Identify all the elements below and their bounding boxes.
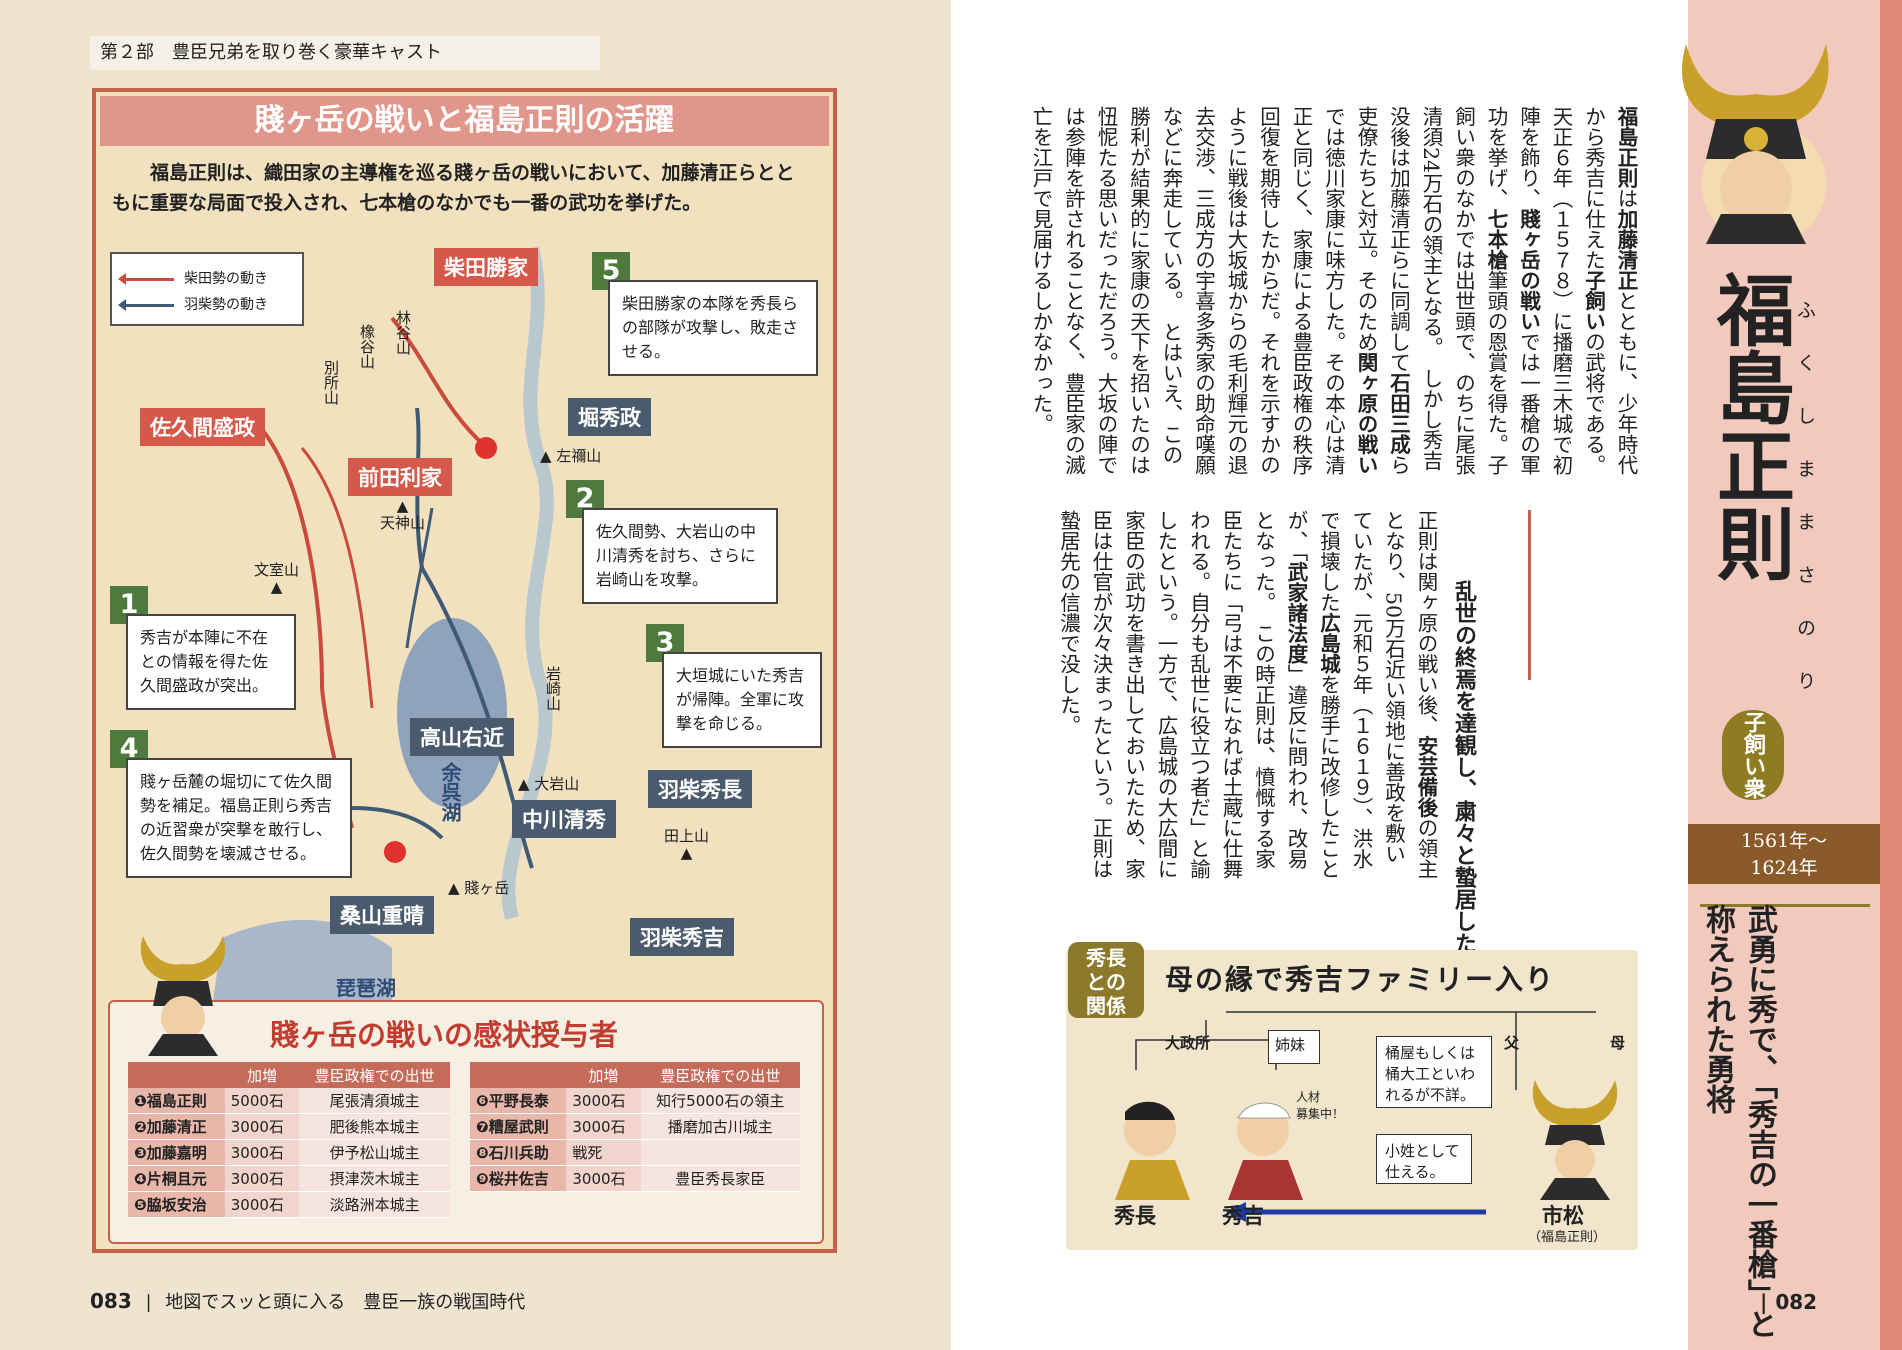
subhead-rule: [1528, 510, 1531, 680]
relation-badge: 秀長 との 関係: [1068, 942, 1144, 1018]
label-kuwayama-shigeharu: 桑山重晴: [330, 896, 434, 934]
mtn-tagami: 田上山 ▲: [664, 827, 710, 862]
lake-biwa: 琵琶湖: [336, 976, 396, 1000]
body-text-lower: 正則は関ヶ原の戦い後、安芸備後の領主となり、50万石近い領地に善政を敷いていたが…: [1056, 510, 1439, 879]
step-4-callout: 賤ヶ岳麓の堀切にて佐久間勢を補足。福島正則ら秀吉の近習衆が突撃を敢行し、佐久間勢…: [126, 758, 352, 878]
mtn-oiwa: ▲ 大岩山: [518, 775, 580, 793]
mtn-kunugidani: 橡谷山: [358, 324, 376, 369]
clash-marker-south: [384, 841, 406, 863]
subheading: 乱世の終焉を達観し、粛々と蟄居した正則: [1451, 580, 1477, 998]
lake-yogo: 余呉湖: [438, 762, 462, 822]
award-header-row: 加増豊臣政権での出世: [128, 1062, 450, 1088]
mtn-hayashidani: 林谷山: [394, 310, 412, 355]
map-title: 賤ヶ岳の戦いと福島正則の活躍: [100, 96, 829, 146]
sakuma-route-2: [300, 447, 374, 709]
step-3-number: 3: [646, 624, 684, 662]
hideyoshi-illustration: [1228, 1102, 1303, 1200]
rel-hidenaga: 秀長: [1114, 1204, 1156, 1228]
rel-mother: 母: [1610, 1034, 1626, 1052]
shibata-route: [390, 316, 489, 450]
label-maeda-toshiie: 前田利家: [348, 458, 452, 496]
rel-hideyoshi: 秀吉: [1222, 1204, 1264, 1228]
hashiba-route-3: [405, 507, 434, 649]
label-hori-hidemasa: 堀秀政: [568, 398, 651, 436]
rel-recruit: 人材 募集中！: [1296, 1090, 1345, 1121]
legend-hashiba: 羽柴勢の動き: [118, 294, 268, 314]
step-2-callout: 佐久間勢、大岩山の中川清秀を討ち、さらに岩崎山を攻撃。: [582, 508, 778, 604]
award-title: 賤ヶ岳の戦いの感状授与者: [270, 1018, 619, 1052]
samurai-portrait: [1682, 44, 1829, 244]
rel-ichimatsu-sub: （福島正則）: [1528, 1230, 1607, 1245]
rel-sibling: 姉妹: [1268, 1030, 1320, 1064]
body-text-upper: 福島正則は加藤清正とともに、少年時代から秀吉に仕えた子飼いの武将である。天正６年…: [1029, 106, 1638, 475]
profile-name: 福島正則: [1704, 270, 1795, 582]
mtn-tenjin: ▲ 天神山: [380, 497, 426, 532]
relation-title: 母の縁で秀吉ファミリー入り: [1165, 963, 1556, 996]
label-nakagawa-kiyohide: 中川清秀: [512, 800, 616, 838]
section-header: 第２部 豊臣兄弟を取り巻く豪華キャスト: [90, 36, 600, 70]
footer-right: |082: [1760, 1290, 1818, 1314]
lake-biwa-shape: [212, 919, 392, 1008]
mtn-iwasaki: 岩崎山: [544, 666, 562, 711]
profile-years: 1561年〜 1624年: [1688, 824, 1880, 884]
samurai-illustration-left: [140, 936, 226, 1056]
step-4-number: 4: [110, 730, 148, 768]
rel-note-page: 小姓として仕える。: [1376, 1134, 1472, 1184]
sidebar-accent-bar: [1880, 0, 1902, 1350]
mtn-bessho: 別所山: [322, 360, 340, 405]
label-hashiba-hideyoshi: 羽柴秀吉: [630, 918, 734, 956]
catchphrase-rule: [1700, 904, 1870, 907]
hidenaga-illustration: [1115, 1101, 1190, 1200]
map-intro: 福島正則は、織田家の主導権を巡る賤ヶ岳の戦いにおいて、加藤清正らとともに重要な局…: [112, 162, 795, 214]
legend-shibata: 柴田勢の動き: [118, 268, 268, 288]
table-row: ❽石川兵助戦死: [470, 1139, 800, 1166]
mtn-shizugatake: ▲ 賤ヶ岳: [448, 879, 510, 897]
step-1-callout: 秀吉が本陣に不在との情報を得た佐久間盛政が突出。: [126, 614, 296, 710]
rel-father: 父: [1504, 1034, 1520, 1052]
rel-daimandokoro: 大政所: [1165, 1034, 1211, 1052]
book-title: 地図でスッと頭に入る 豊臣一族の戦国時代: [165, 1292, 526, 1313]
label-sakuma-morimasa: 佐久間盛政: [140, 408, 265, 446]
profile-name-ruby: ふくしままさのり: [1794, 300, 1816, 724]
mtn-bunmuro: 文室山 ▲: [254, 561, 300, 596]
footer-left: 083 | 地図でスッと頭に入る 豊臣一族の戦国時代: [90, 1289, 526, 1313]
label-shibata-katsuie: 柴田勝家: [434, 248, 538, 286]
group-badge: 子飼い衆: [1722, 710, 1784, 800]
award-header-row: 加増豊臣政権での出世: [470, 1062, 800, 1088]
step-3-callout: 大垣城にいた秀吉が帰陣。全軍に攻撃を命じる。: [662, 652, 822, 748]
mtn-hidarinegi: ▲ 左禰山: [540, 447, 602, 465]
page-number-left: 083: [90, 1289, 132, 1313]
rel-ichimatsu: 市松: [1542, 1204, 1584, 1228]
hashiba-route-2: [351, 806, 444, 840]
clash-marker-north: [475, 437, 497, 459]
label-takayama-ukon: 高山右近: [410, 718, 514, 756]
rel-note-father: 桶屋もしくは桶大工といわれるが不詳。: [1376, 1036, 1492, 1108]
profile-catchphrase: 武勇に秀で、「秀吉の一番槍」と称えられた勇将: [1700, 904, 1777, 1339]
family-tree-lines: [1135, 1011, 1596, 1222]
label-hashiba-hidenaga: 羽柴秀長: [648, 770, 752, 808]
page-number-right: 082: [1775, 1290, 1818, 1314]
lake-yogo-shape: [397, 618, 507, 808]
ichimatsu-illustration: [1532, 1080, 1618, 1200]
map-legend: 柴田勢の動き 羽柴勢の動き: [110, 252, 304, 326]
step-5-callout: 柴田勝家の本隊を秀長らの部隊が攻撃し、敗走させる。: [608, 280, 818, 376]
